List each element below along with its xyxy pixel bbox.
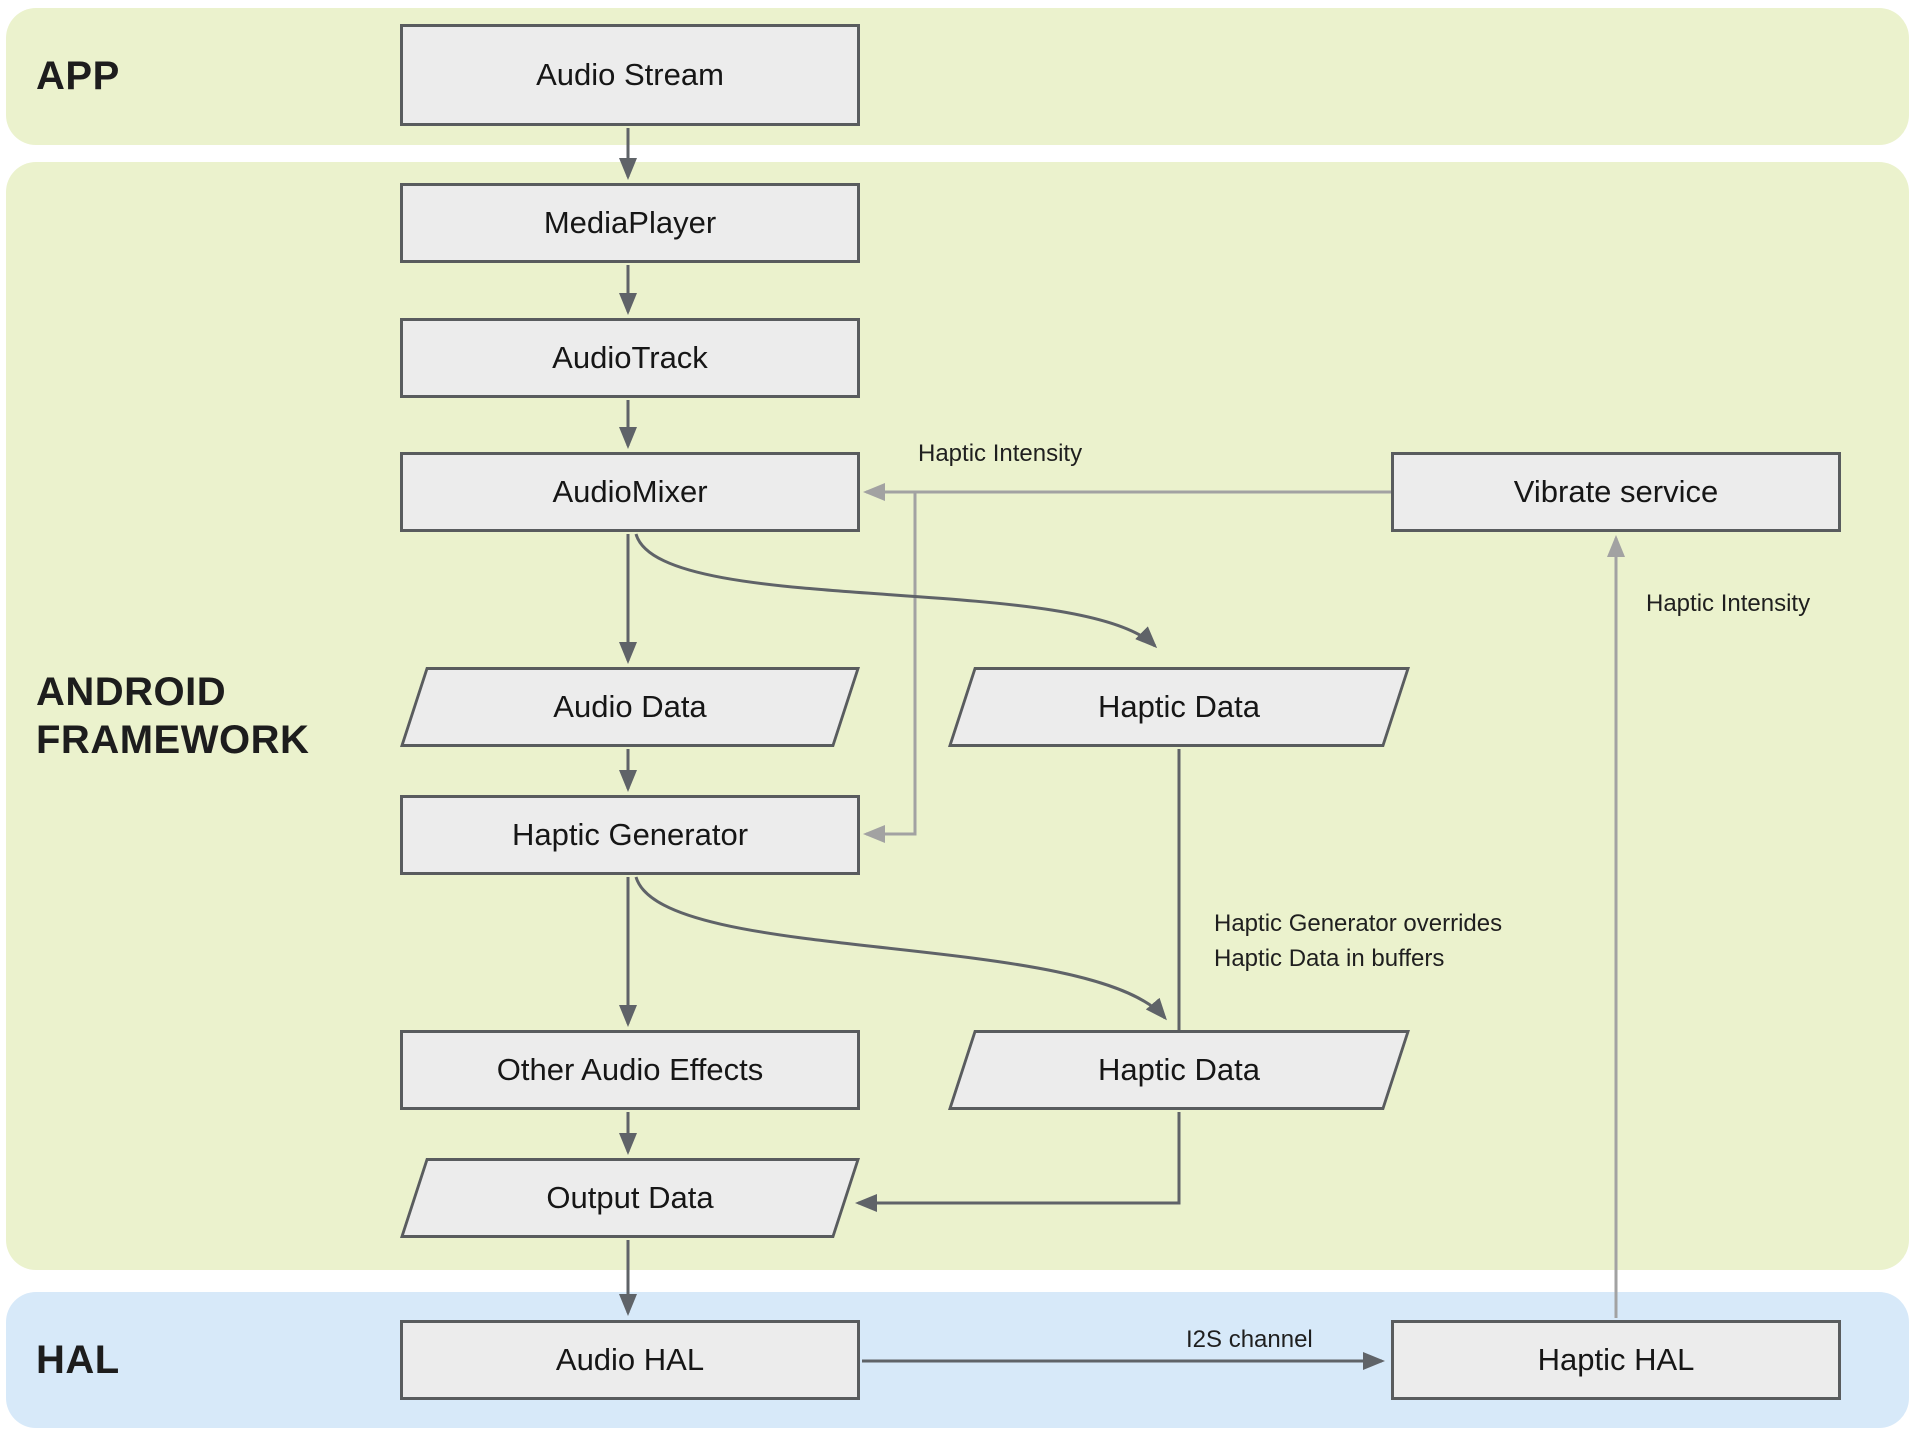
node-other-audio-effects: Other Audio Effects	[400, 1030, 860, 1110]
node-output-data-label: Output Data	[546, 1180, 714, 1215]
node-audio-mixer-label: AudioMixer	[552, 474, 708, 509]
node-haptic-data-bottom-label: Haptic Data	[1098, 1052, 1260, 1087]
node-audio-hal: Audio HAL	[400, 1320, 860, 1400]
band-android-framework-label: ANDROID FRAMEWORK	[36, 668, 309, 764]
label-i2s-channel: I2S channel	[1186, 1326, 1313, 1353]
node-haptic-hal: Haptic HAL	[1391, 1320, 1841, 1400]
node-haptic-generator-label: Haptic Generator	[511, 817, 749, 852]
node-audio-stream: Audio Stream	[400, 24, 860, 126]
node-audio-data: Audio Data	[400, 667, 860, 747]
node-haptic-data-top: Haptic Data	[948, 667, 1410, 747]
node-haptic-data-top-label: Haptic Data	[1098, 689, 1260, 724]
node-haptic-data-bottom: Haptic Data	[948, 1030, 1410, 1110]
node-audio-mixer: AudioMixer	[400, 452, 860, 532]
label-haptic-intensity-right: Haptic Intensity	[1646, 590, 1811, 617]
band-app-label: APP	[36, 54, 120, 98]
node-audio-stream-label: Audio Stream	[536, 57, 724, 92]
band-android-framework-label-line1: ANDROID	[36, 670, 227, 714]
node-media-player: MediaPlayer	[400, 183, 860, 263]
label-override-note: Haptic Generator overrides Haptic Data i…	[1214, 906, 1502, 976]
node-vibrate-service: Vibrate service	[1391, 452, 1841, 532]
band-android-framework-label-line2: FRAMEWORK	[36, 718, 310, 762]
band-hal-label: HAL	[36, 1338, 120, 1382]
node-media-player-label: MediaPlayer	[543, 205, 717, 240]
label-override-note-line2: Haptic Data in buffers	[1214, 945, 1445, 972]
label-haptic-intensity-left: Haptic Intensity	[918, 440, 1083, 467]
label-override-note-line1: Haptic Generator overrides	[1214, 910, 1503, 937]
node-haptic-generator: Haptic Generator	[400, 795, 860, 875]
node-output-data: Output Data	[400, 1158, 860, 1238]
node-other-audio-effects-label: Other Audio Effects	[496, 1052, 764, 1087]
node-audio-track-label: AudioTrack	[552, 340, 708, 375]
node-haptic-hal-label: Haptic HAL	[1537, 1342, 1695, 1377]
node-vibrate-service-label: Vibrate service	[1513, 474, 1719, 509]
node-audio-hal-label: Audio HAL	[555, 1342, 705, 1377]
node-audio-track: AudioTrack	[400, 318, 860, 398]
band-app	[6, 8, 1909, 145]
node-audio-data-label: Audio Data	[553, 689, 707, 724]
